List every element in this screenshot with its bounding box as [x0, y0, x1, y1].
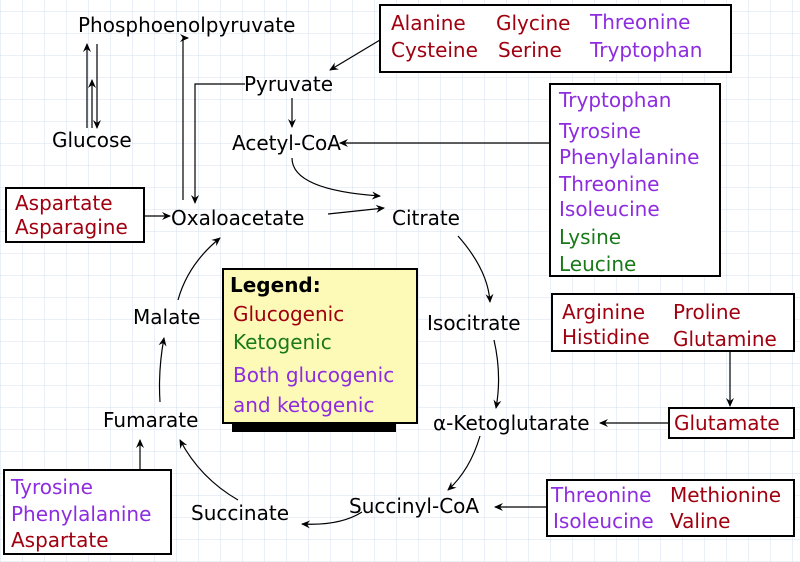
aa-alanine: Alanine [391, 11, 466, 35]
metabolite-isocitrate: Isocitrate [427, 311, 521, 335]
aa-serine: Serine [498, 38, 562, 62]
aa-threonine: Threonine [551, 483, 652, 507]
metabolite-citrate: Citrate [392, 206, 460, 230]
aa-histidine: Histidine [562, 325, 650, 349]
box-pyruvate-amino-acids: Alanine Cysteine Glycine Serine Threonin… [379, 4, 732, 73]
box-acetyl-amino-acids: Tryptophan Tyrosine Phenylalanine Threon… [549, 83, 721, 277]
arrow-fumarate-to-malate [158, 337, 167, 403]
aa-glutamine: Glutamine [673, 327, 777, 351]
aa-aspartate: Aspartate [15, 191, 113, 215]
legend-shadow [232, 424, 396, 432]
metabolite-succinyl-coa: Succinyl-CoA [349, 494, 480, 518]
box-glutamate-sources: Arginine Histidine Proline Glutamine [551, 293, 795, 352]
aa-leucine: Leucine [559, 252, 637, 276]
arrow-acetyl-to-citrate [291, 157, 381, 200]
arrow-oxaloacetate-to-citrate [327, 204, 385, 215]
aa-methionine: Methionine [670, 483, 782, 507]
metabolite-akg: α-Ketoglutarate [433, 411, 590, 435]
metabolite-malate: Malate [133, 305, 201, 329]
aa-threonine: Threonine [590, 10, 691, 34]
aa-arginine: Arginine [562, 300, 646, 324]
aa-glycine: Glycine [496, 11, 571, 35]
aa-phenylalanine: Phenylalanine [11, 502, 152, 526]
box-fumarate-amino-acids: Tyrosine Phenylalanine Aspartate [3, 469, 172, 555]
metabolite-acetyl-coa: Acetyl-CoA [232, 131, 341, 155]
metabolite-pep: Phosphoenolpyruvate [78, 13, 296, 37]
box-oxaloacetate-amino-acids: Aspartate Asparagine [5, 187, 145, 243]
aa-aspartate: Aspartate [11, 528, 109, 552]
aa-asparagine: Asparagine [15, 215, 128, 239]
arrow-aa-to-pyruvate [329, 39, 381, 71]
aa-isoleucine: Isoleucine [553, 509, 654, 533]
metabolite-oxaloacetate: Oxaloacetate [171, 206, 305, 230]
aa-tryptophan: Tryptophan [559, 88, 672, 112]
aa-glutamate: Glutamate [674, 411, 780, 435]
aa-threonine: Threonine [559, 172, 660, 196]
arrow-isocitrate-to-akg [493, 339, 502, 409]
arrow-malate-to-oxaloacetate [177, 237, 221, 301]
metabolite-fumarate: Fumarate [103, 408, 199, 432]
arrow-pyruvate-to-pep [191, 83, 245, 204]
metabolite-glucose: Glucose [52, 128, 132, 152]
box-succinyl-amino-acids: Threonine Isoleucine Methionine Valine [546, 479, 795, 537]
aa-tyrosine: Tyrosine [559, 119, 641, 143]
legend-both-line2: and ketogenic [233, 393, 375, 417]
metabolite-pyruvate: Pyruvate [244, 72, 334, 96]
aa-valine: Valine [670, 509, 731, 533]
arrow-akg-to-succinyl [447, 435, 481, 491]
legend-both-line1: Both glucogenic [233, 363, 395, 387]
aa-cysteine: Cysteine [391, 38, 478, 62]
aa-isoleucine: Isoleucine [559, 197, 660, 221]
arrow-succinyl-to-succinate [301, 511, 363, 529]
aa-tryptophan: Tryptophan [590, 38, 703, 62]
aa-lysine: Lysine [559, 225, 622, 249]
legend-title: Legend: [230, 273, 321, 297]
arrow-oxaloacetate-to-pep [180, 34, 189, 200]
aa-tyrosine: Tyrosine [11, 475, 93, 499]
box-glutamate: Glutamate [668, 407, 795, 439]
aa-proline: Proline [673, 300, 741, 324]
arrow-succinate-to-fumarate [179, 439, 239, 501]
legend-ketogenic: Ketogenic [233, 330, 332, 354]
metabolite-succinate: Succinate [191, 501, 289, 525]
legend-glucogenic: Glucogenic [233, 302, 345, 326]
legend: Legend: Glucogenic Ketogenic Both glucog… [222, 268, 418, 424]
aa-phenylalanine: Phenylalanine [559, 145, 700, 169]
arrow-citrate-to-isocitrate [457, 235, 494, 303]
